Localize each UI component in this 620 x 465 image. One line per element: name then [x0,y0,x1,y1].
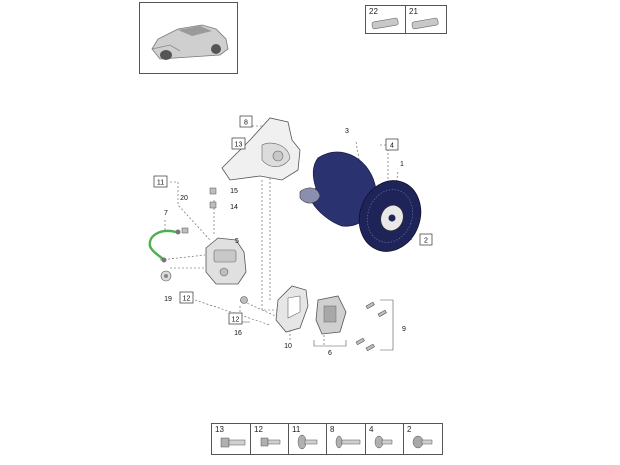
mounting-bolt[interactable] [240,296,248,304]
brake-disc[interactable] [349,172,430,260]
callout-16: 16 [234,330,242,337]
fastener-cell[interactable]: 8 [327,424,366,454]
callout-4: 4 [390,143,394,150]
callout-12b: 12 [232,317,240,324]
hex-bolt-long-icon [220,437,246,448]
pad-hardware[interactable] [355,301,387,352]
callout-15: 15 [230,188,238,195]
callout-5: 5 [235,238,239,245]
part-number: 12 [254,425,263,434]
callout-14: 14 [230,204,238,211]
callout-7: 7 [164,210,168,217]
brake-hose[interactable] [148,229,177,261]
callout-11: 11 [157,180,164,187]
callout-6: 6 [328,350,332,357]
tube-grease-icon [411,17,439,30]
fastener-cell[interactable]: 4 [366,424,404,454]
callout-12a: 12 [183,296,191,303]
callout-1: 1 [400,161,404,168]
wheel-carrier[interactable] [221,117,301,181]
part-number: 13 [215,425,224,434]
callout-9: 9 [402,326,406,333]
callout-labels: 3 1 5 7 20 15 14 19 16 10 6 9 [164,128,406,357]
screw-washer-icon [374,435,393,449]
caliper-carrier[interactable] [275,285,309,333]
small-fasteners[interactable] [181,187,217,234]
bracket-9 [380,299,394,351]
part-number: 22 [369,7,378,16]
bolt-icon [260,437,281,447]
brake-caliper[interactable] [205,237,247,285]
fastener-cell[interactable]: 11 [289,424,327,454]
bolt-washer-icon [297,434,318,450]
tube-paste-icon [371,17,399,30]
boxed-callouts: 8 13 4 2 11 12 12 [153,115,433,325]
callout-8: 8 [244,120,248,127]
callout-13: 13 [235,142,243,149]
fastener-cell[interactable]: 13 [212,424,251,454]
suv-car-icon [151,24,229,60]
dust-shield[interactable] [299,151,377,227]
callout-3: 3 [345,128,349,135]
part-number: 2 [407,425,412,434]
part-number: 11 [292,425,301,434]
callout-2: 2 [424,238,428,245]
part-number: 21 [409,7,418,16]
consumable-cell[interactable]: 22 [366,6,406,33]
brake-pads[interactable] [315,295,347,335]
consumables-strip: 22 21 [365,5,447,34]
consumable-cell[interactable]: 21 [406,6,446,33]
socket-screw-icon [412,435,433,449]
fastener-cell[interactable]: 2 [404,424,442,454]
fastener-strip: 13 12 11 8 [211,423,443,455]
vehicle-thumbnail [139,2,238,74]
callout-19: 19 [164,296,172,303]
part-number: 8 [330,425,335,434]
part-number: 4 [369,425,374,434]
fastener-cell[interactable]: 12 [251,424,289,454]
bracket-6 [313,340,347,347]
callout-10: 10 [284,343,292,350]
flange-bolt-icon [335,435,361,449]
bleeder-valve[interactable] [160,270,172,282]
callout-20: 20 [180,195,188,202]
